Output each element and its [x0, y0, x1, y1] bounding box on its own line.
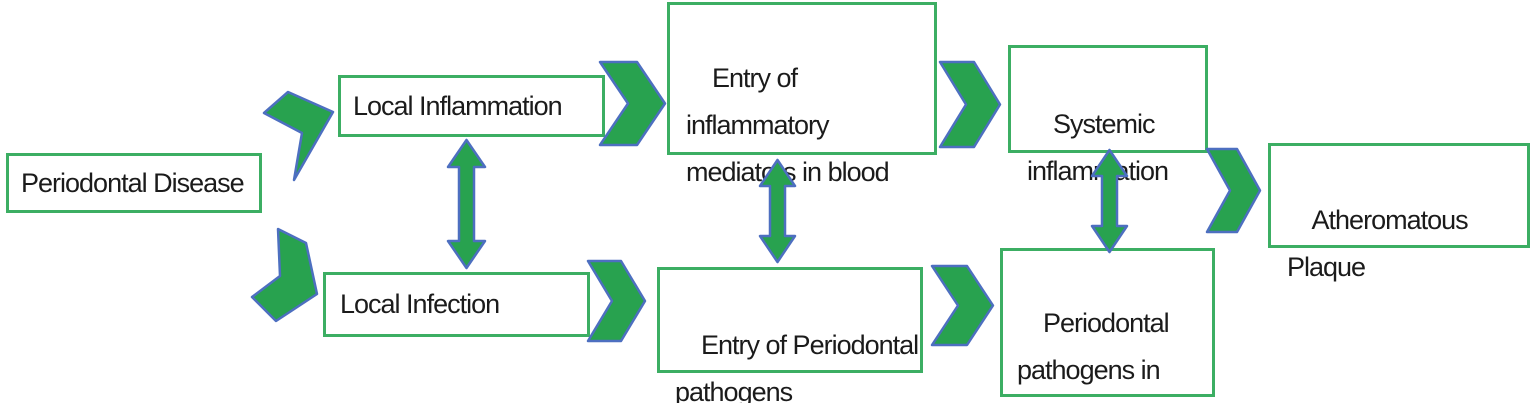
- node-entry-of-inflammatory-mediators-in-blood: Entry of inflammatory mediators in blood: [667, 2, 937, 187]
- chevron-arrow-local-inflammation-to-entry-mediators: [598, 60, 667, 147]
- node-systemic-inflammation: Systemic inflammation: [1008, 45, 1208, 186]
- node-label: Local Inflammation: [353, 90, 563, 121]
- node-label: Periodontal Disease: [21, 167, 245, 198]
- node-local-infection: Local Infection: [323, 272, 590, 337]
- bent-chevron-arrow-periodontal-to-local-inflammation: [262, 90, 335, 182]
- node-entry-of-periodontal-pathogens: Entry of Periodontal pathogens: [657, 267, 923, 403]
- node-label: Local Infection: [340, 289, 500, 319]
- bent-chevron-arrow-periodontal-to-local-infection: [250, 227, 319, 323]
- node-label: Systemic inflammation: [1027, 109, 1169, 186]
- node-periodontal-pathogens-in-vascular-tissues: Periodontal pathogens in vascular tissue…: [1000, 248, 1215, 403]
- node-label: Atheromatous Plaque: [1287, 205, 1469, 282]
- node-local-inflammation: Local Inflammation: [338, 75, 605, 137]
- chevron-arrow-entry-mediators-to-systemic-inflammation: [938, 60, 1002, 149]
- chevron-arrow-systemic-inflammation-to-atheromatous-plaque: [1205, 147, 1262, 234]
- chevron-arrow-entry-pathogens-to-vascular-tissues: [930, 264, 995, 347]
- node-label: Entry of Periodontal pathogens: [675, 330, 919, 403]
- node-periodontal-disease: Periodontal Disease: [6, 153, 262, 213]
- chevron-arrow-local-infection-to-entry-pathogens: [586, 259, 647, 343]
- node-label: Periodontal pathogens in vascular tissue…: [1017, 308, 1194, 403]
- double-arrow-local-inflammation-local-infection: [446, 138, 487, 270]
- node-label: Entry of inflammatory mediators in blood: [686, 63, 890, 187]
- node-atheromatous-plaque: Atheromatous Plaque: [1268, 143, 1530, 282]
